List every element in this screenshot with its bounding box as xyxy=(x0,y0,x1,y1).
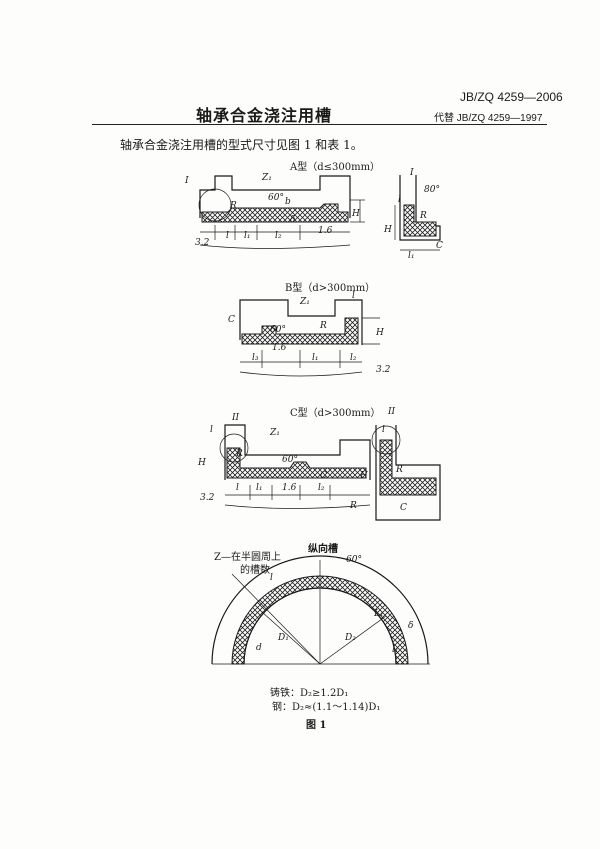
label-l-c: l xyxy=(210,425,213,435)
label-roman-2: II xyxy=(231,413,240,423)
label-60-c: 60° xyxy=(282,455,298,465)
label-r-b: R xyxy=(319,321,327,331)
label-roman-1-detail: I xyxy=(409,168,414,178)
label-z1-c: Z₁ xyxy=(269,428,280,438)
note-cast-iron: 铸铁：D₂≥1.2D₁ xyxy=(270,688,349,699)
label-l2-b: l₂ xyxy=(350,353,357,363)
label-l-detail-c: l xyxy=(382,425,385,435)
label-d2: D₂ xyxy=(344,633,356,643)
drawing-type-c: II l H R Z₁ 60° l l₁ 1.6 l₂ C R 3.2 II l… xyxy=(197,407,441,521)
label-l-c2: l xyxy=(236,483,239,493)
label-60-a: 60° xyxy=(268,193,284,203)
label-l-a: l xyxy=(226,231,229,241)
label-60-b: 60° xyxy=(270,325,286,335)
label-h-detail-c: H xyxy=(359,471,368,481)
label-16-c: 1.6 xyxy=(282,483,297,493)
label-32-c: 3.2 xyxy=(200,493,215,503)
caption-type-a: A型（d≤300mm） xyxy=(290,162,381,173)
label-32-b: 3.2 xyxy=(376,365,391,375)
label-l1-b: l₁ xyxy=(312,353,319,363)
label-h-detail: H xyxy=(383,225,392,235)
label-h-b: H xyxy=(375,328,384,338)
label-h-a: H xyxy=(351,209,360,219)
label-z1-b: Z₁ xyxy=(299,297,310,307)
label-c-detail-c: C xyxy=(400,503,407,513)
label-16-b: 1.6 xyxy=(272,343,287,353)
drawing-type-b: C 60° Z₁ R l H 1.6 l₃ l₁ l₂ 3.2 xyxy=(228,291,391,377)
label-32-a: 3.2 xyxy=(195,238,210,248)
document-title: 轴承合金浇注用槽 xyxy=(196,106,333,125)
caption-type-c: C型（d>300mm） xyxy=(290,408,381,419)
label-l3-b: l₃ xyxy=(252,353,259,363)
label-roman-2-detail: II xyxy=(387,407,396,417)
label-l-b: l xyxy=(352,291,355,301)
standard-number: JB/ZQ 4259—2006 xyxy=(460,90,563,104)
label-h-c: H xyxy=(197,458,206,468)
label-z1-a: Z₁ xyxy=(261,173,272,183)
header-rule xyxy=(92,124,547,125)
label-r-detail-c: R xyxy=(395,465,403,475)
label-d1-left: D₁ xyxy=(277,633,289,643)
caption-type-b: B型（d>300mm） xyxy=(285,283,376,294)
label-r-a: R xyxy=(229,201,237,211)
label-b-a: b xyxy=(285,197,291,207)
label-d: d xyxy=(256,643,262,653)
label-c-c: C xyxy=(320,471,327,481)
label-l-long: l xyxy=(270,573,273,583)
label-r-c2: R xyxy=(349,501,357,511)
label-l-detail: l xyxy=(398,195,401,205)
figure-label: 图 1 xyxy=(306,720,327,731)
label-l1-long: l₁ xyxy=(392,645,399,655)
label-16-a: 1.6 xyxy=(318,226,333,236)
label-l2-c: l₂ xyxy=(318,483,325,493)
intro-text: 轴承合金浇注用槽的型式尺寸见图 1 和表 1。 xyxy=(120,138,363,152)
caption-longitudinal: 纵向槽 xyxy=(308,544,338,555)
label-delta-long: δ xyxy=(408,621,413,631)
label-80: 80° xyxy=(424,185,440,195)
drawing-type-a: I Z₁ 60° b R δ l l₁ l₂ H 1.6 3.2 I 80° l… xyxy=(184,168,443,261)
label-big-l1: L₁ xyxy=(373,609,384,619)
label-l2-a: l₂ xyxy=(275,231,282,241)
label-delta-a: δ xyxy=(290,215,295,225)
drawing-longitudinal: l 60° D₁ d D₂ L₁ δ l₁ xyxy=(211,555,430,665)
label-l1-c: l₁ xyxy=(256,483,263,493)
label-roman-1: I xyxy=(184,176,189,186)
label-60-long: 60° xyxy=(346,555,362,565)
label-c-b: C xyxy=(228,315,235,325)
replaces-standard: 代替 JB/ZQ 4259—1997 xyxy=(434,113,543,124)
label-r-c: R xyxy=(235,449,243,459)
label-l1-a: l₁ xyxy=(244,231,251,241)
note-steel: 钢：D₂≈(1.1～1.14)D₁ xyxy=(272,702,381,713)
label-c-detail: C xyxy=(436,241,443,251)
label-l1-detail: l₁ xyxy=(408,251,415,261)
label-r-detail: R xyxy=(419,211,427,221)
z-note-line2: 的槽数 xyxy=(240,565,270,576)
z-note-line1: Z—在半圆周上 xyxy=(214,552,281,563)
